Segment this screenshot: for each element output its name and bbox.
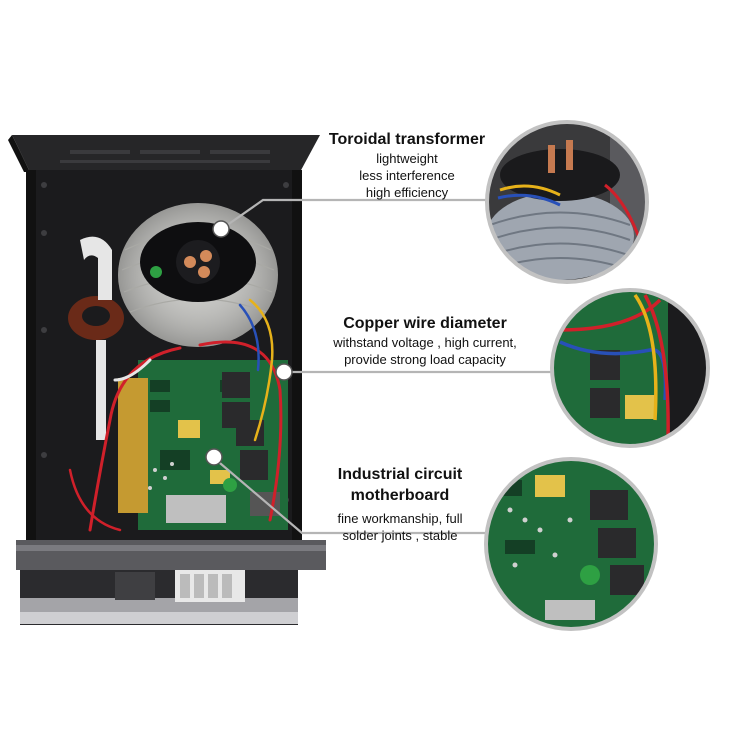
callout-title: motherboard bbox=[350, 487, 450, 504]
transformer-photo bbox=[485, 120, 649, 284]
callout-line: less interference bbox=[359, 168, 455, 183]
callout-toroidal-transformer: Toroidal transformer lightweight less in… bbox=[322, 130, 492, 201]
callout-line: high efficiency bbox=[365, 185, 449, 200]
circuit-board bbox=[118, 360, 288, 530]
wires bbox=[68, 298, 283, 532]
callout-line: solder joints , stable bbox=[342, 528, 458, 543]
callout-line: withstand voltage , high current, bbox=[333, 335, 517, 350]
callout-line: fine workmanship, full bbox=[337, 511, 463, 526]
copper-wire-photo bbox=[550, 288, 710, 448]
callout-copper-wire: Copper wire diameter withstand voltage ,… bbox=[325, 314, 525, 368]
callout-title: Industrial circuit bbox=[337, 466, 463, 483]
callout-title: Toroidal transformer bbox=[328, 131, 486, 148]
circuit-board-photo bbox=[484, 457, 658, 631]
transformer bbox=[118, 203, 278, 347]
callout-title: Copper wire diameter bbox=[343, 315, 507, 332]
callout-circuit-motherboard: Industrial circuit motherboard fine work… bbox=[320, 464, 480, 544]
inductor bbox=[68, 236, 124, 440]
callout-line: lightweight bbox=[376, 151, 438, 166]
leader-lines bbox=[213, 198, 552, 535]
hotspot-markers bbox=[205, 220, 293, 466]
callout-line: provide strong load capacity bbox=[344, 352, 506, 367]
